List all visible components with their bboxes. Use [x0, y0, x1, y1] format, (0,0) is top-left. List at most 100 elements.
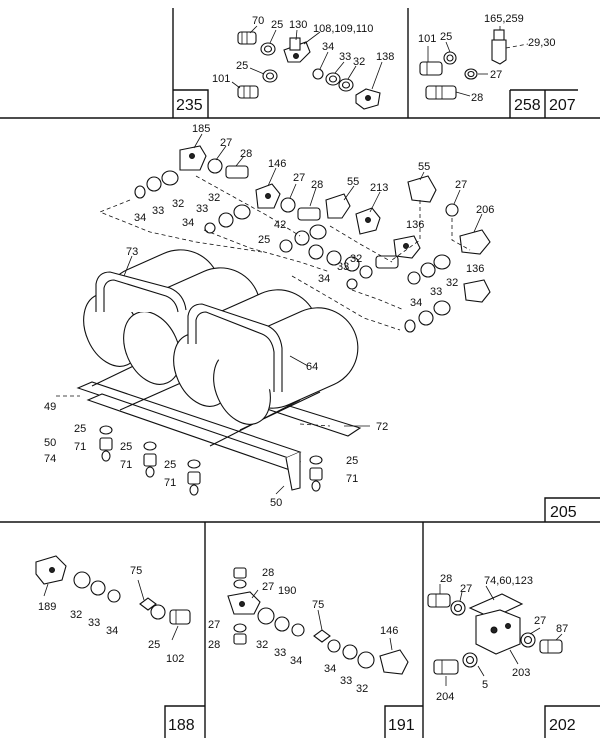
bottom-right-parts: [427, 584, 563, 686]
callout-25: 25: [236, 60, 248, 72]
callout-27: 27: [455, 179, 467, 191]
callout-34: 34: [318, 273, 330, 285]
callout-32: 32: [256, 639, 268, 651]
callout-71: 71: [120, 459, 132, 471]
callout-32: 32: [208, 192, 220, 204]
callout-136: 136: [466, 263, 484, 275]
callout-34: 34: [410, 297, 422, 309]
callout-33: 33: [88, 617, 100, 629]
callout-32: 32: [172, 198, 184, 210]
callout-55: 55: [347, 176, 359, 188]
callout-28: 28: [311, 179, 323, 191]
callout-71: 71: [346, 473, 358, 485]
top-right-parts: [419, 26, 529, 100]
callout-32: 32: [446, 277, 458, 289]
bottom-mid-parts: [227, 567, 409, 675]
callout-25: 25: [148, 639, 160, 651]
callout-34: 34: [106, 625, 118, 637]
callout-25: 25: [164, 459, 176, 471]
callout-42: 42: [274, 219, 286, 231]
callout-74-60-123: 74,60,123: [484, 575, 533, 587]
callout-72: 72: [376, 421, 388, 433]
callout-29-30: 29,30: [528, 37, 556, 49]
callout-33: 33: [274, 647, 286, 659]
callout-34: 34: [324, 663, 336, 675]
callout-25: 25: [258, 234, 270, 246]
callout-101: 101: [418, 33, 436, 45]
callout-130: 130: [289, 19, 307, 31]
top-left-parts: [231, 25, 383, 110]
callout-75: 75: [130, 565, 142, 577]
callout-25: 25: [74, 423, 86, 435]
callout-101: 101: [212, 73, 230, 85]
callout-27: 27: [293, 172, 305, 184]
callout-5: 5: [482, 679, 488, 691]
callout-33: 33: [196, 203, 208, 215]
page-number-258: 258: [514, 97, 541, 114]
callout-87: 87: [556, 623, 568, 635]
callout-64: 64: [306, 361, 318, 373]
callout-27: 27: [220, 137, 232, 149]
bottom-left-parts: [35, 555, 191, 641]
callout-27: 27: [208, 619, 220, 631]
callout-34: 34: [182, 217, 194, 229]
callout-71: 71: [164, 477, 176, 489]
callout-55: 55: [418, 161, 430, 173]
page-number-188: 188: [168, 717, 195, 734]
callout-28: 28: [240, 148, 252, 160]
main-assembly: [56, 133, 491, 496]
callout-32: 32: [353, 56, 365, 68]
callout-33: 33: [340, 675, 352, 687]
callout-50: 50: [270, 497, 282, 509]
callout-206: 206: [476, 204, 494, 216]
callout-190: 190: [278, 585, 296, 597]
callout-27: 27: [534, 615, 546, 627]
callout-50: 50: [44, 437, 56, 449]
callout-189: 189: [38, 601, 56, 613]
page-number-202: 202: [549, 717, 576, 734]
callout-108: 108,109,110: [313, 23, 373, 35]
callout-25: 25: [346, 455, 358, 467]
callout-74: 74: [44, 453, 56, 465]
callout-25: 25: [271, 19, 283, 31]
callout-32: 32: [350, 253, 362, 265]
callout-73: 73: [126, 246, 138, 258]
page-number-191: 191: [388, 717, 415, 734]
callout-34: 34: [322, 41, 334, 53]
callout-34: 34: [290, 655, 302, 667]
callout-33: 33: [152, 205, 164, 217]
callout-25: 25: [440, 31, 452, 43]
callout-33: 33: [337, 261, 349, 273]
callout-28: 28: [262, 567, 274, 579]
callout-165: 165,259: [484, 13, 524, 25]
page-number-235: 235: [176, 97, 203, 114]
callout-204: 204: [436, 691, 454, 703]
callout-27: 27: [262, 581, 274, 593]
callout-28: 28: [208, 639, 220, 651]
callout-34: 34: [134, 212, 146, 224]
callout-213: 213: [370, 182, 388, 194]
page-number-207: 207: [549, 97, 576, 114]
drain-valves: [99, 425, 323, 496]
callout-32: 32: [70, 609, 82, 621]
callout-146: 146: [380, 625, 398, 637]
callout-28: 28: [471, 92, 483, 104]
callout-138: 138: [376, 51, 394, 63]
callout-146: 146: [268, 158, 286, 170]
callout-70: 70: [252, 15, 264, 27]
callout-75: 75: [312, 599, 324, 611]
callout-49: 49: [44, 401, 56, 413]
callout-27: 27: [460, 583, 472, 595]
callout-71: 71: [74, 441, 86, 453]
page-number-205: 205: [550, 504, 577, 521]
callout-27: 27: [490, 69, 502, 81]
callout-102: 102: [166, 653, 184, 665]
callout-33: 33: [430, 286, 442, 298]
callout-33: 33: [339, 51, 351, 63]
callout-25: 25: [120, 441, 132, 453]
callout-185: 185: [192, 123, 210, 135]
callout-32: 32: [356, 683, 368, 695]
frame-lines: [0, 8, 600, 738]
callout-203: 203: [512, 667, 530, 679]
